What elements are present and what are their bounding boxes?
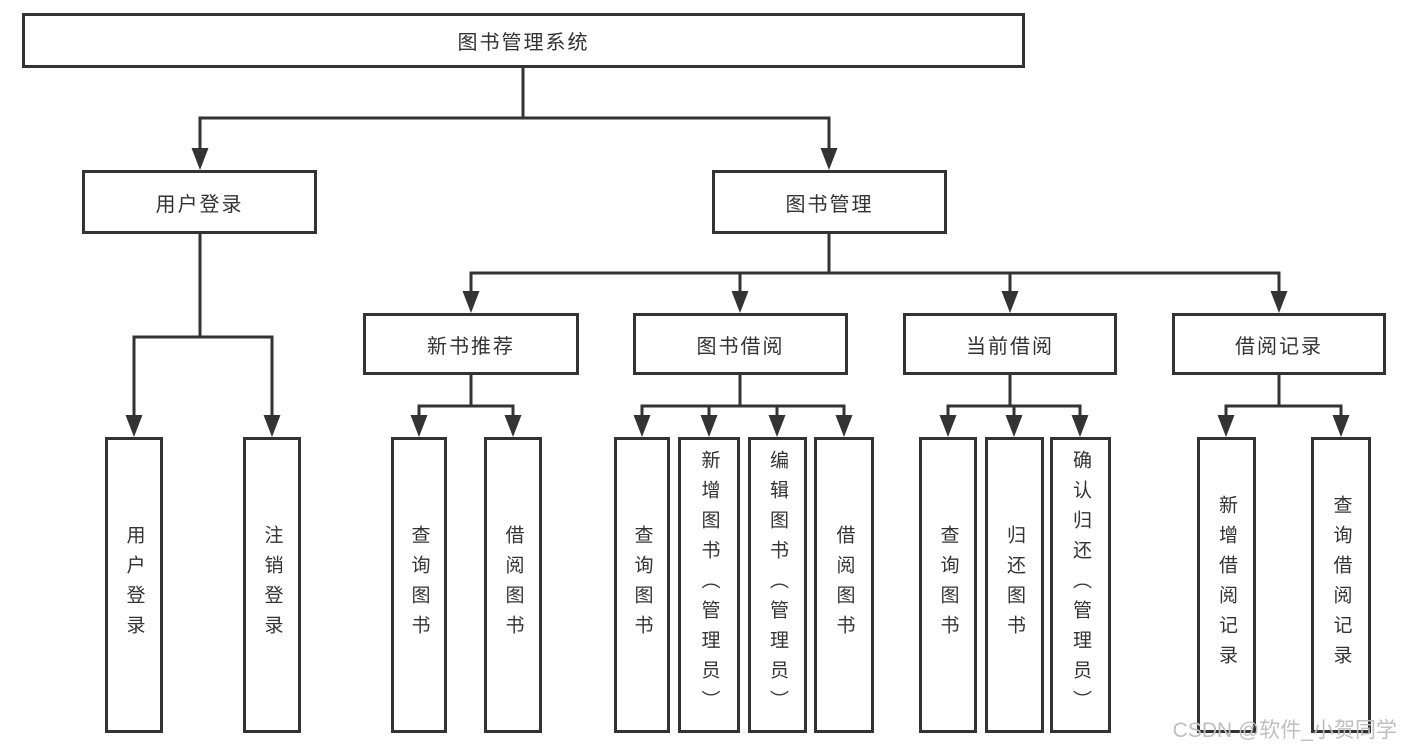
node-new-book-recommendation: 新书推荐 <box>363 313 579 375</box>
leaf-label: 编辑图书（管理员） <box>767 450 788 720</box>
arrowhead-icon <box>191 148 209 170</box>
node-label: 用户登录 <box>155 193 244 216</box>
leaf-add-book-admin: 新增图书（管理员） <box>678 437 740 733</box>
arrowhead-icon <box>1270 291 1288 313</box>
arrowhead-icon <box>1071 415 1089 437</box>
leaf-user-login: 用户登录 <box>105 437 163 733</box>
node-label: 新书推荐 <box>427 335 515 358</box>
leaf-label: 查询借阅记录 <box>1330 495 1352 675</box>
arrowhead-icon <box>1332 415 1350 437</box>
node-label: 图书借阅 <box>696 335 785 358</box>
node-book-management: 图书管理 <box>712 170 947 234</box>
arrowhead-icon <box>1001 291 1019 313</box>
watermark: CSDN @软件_小贺同学 <box>1172 719 1397 742</box>
arrowhead-icon <box>1005 415 1023 437</box>
leaf-label: 用户登录 <box>123 525 145 645</box>
node-label: 当前借阅 <box>966 335 1054 358</box>
leaf-edit-book-admin: 编辑图书（管理员） <box>748 437 807 733</box>
leaf-borrow-books: 借阅图书 <box>814 437 874 733</box>
arrowhead-icon <box>820 148 838 170</box>
node-user-login: 用户登录 <box>82 170 317 234</box>
arrowhead-icon <box>263 415 281 437</box>
arrowhead-icon <box>1217 415 1235 437</box>
leaf-label: 确认归还（管理员） <box>1070 450 1091 720</box>
leaf-query-books: 查询图书 <box>391 437 447 733</box>
node-book-borrowing: 图书借阅 <box>633 313 848 375</box>
arrowhead-icon <box>462 291 480 313</box>
leaf-label: 新增图书（管理员） <box>698 450 720 720</box>
node-label: 借阅记录 <box>1235 335 1323 358</box>
arrowhead-icon <box>731 291 749 313</box>
leaf-label: 注销登录 <box>261 525 283 645</box>
arrowhead-icon <box>939 415 957 437</box>
node-current-borrowing: 当前借阅 <box>903 313 1117 375</box>
leaf-logout: 注销登录 <box>243 437 301 733</box>
leaf-label: 借阅图书 <box>502 525 524 645</box>
node-label: 图书管理 <box>785 193 874 216</box>
connector-path <box>132 66 1343 421</box>
leaf-label: 归还图书 <box>1004 525 1025 645</box>
leaf-label: 借阅图书 <box>833 525 855 645</box>
node-label: 图书管理系统 <box>457 32 590 54</box>
leaf-query-borrow-record: 查询借阅记录 <box>1311 437 1371 733</box>
leaf-label: 查询图书 <box>631 525 653 645</box>
arrowhead-icon <box>835 415 853 437</box>
leaf-label: 新增借阅记录 <box>1216 495 1237 675</box>
node-library-management-system: 图书管理系统 <box>22 13 1025 68</box>
leaf-return-book: 归还图书 <box>985 437 1044 733</box>
arrowhead-icon <box>700 415 718 437</box>
arrowhead-icon <box>410 415 428 437</box>
leaf-add-borrow-record: 新增借阅记录 <box>1197 437 1256 733</box>
leaf-label: 查询图书 <box>937 525 959 645</box>
arrowhead-icon <box>125 415 143 437</box>
leaf-borrow-books: 借阅图书 <box>484 437 542 733</box>
leaf-query-books: 查询图书 <box>614 437 670 733</box>
arrowhead-icon <box>504 415 522 437</box>
leaf-query-books: 查询图书 <box>919 437 977 733</box>
leaf-confirm-return-admin: 确认归还（管理员） <box>1050 437 1111 733</box>
arrowhead-icon <box>768 415 786 437</box>
node-borrowing-records: 借阅记录 <box>1172 313 1386 375</box>
leaf-label: 查询图书 <box>408 525 430 645</box>
arrowhead-icon <box>633 415 651 437</box>
